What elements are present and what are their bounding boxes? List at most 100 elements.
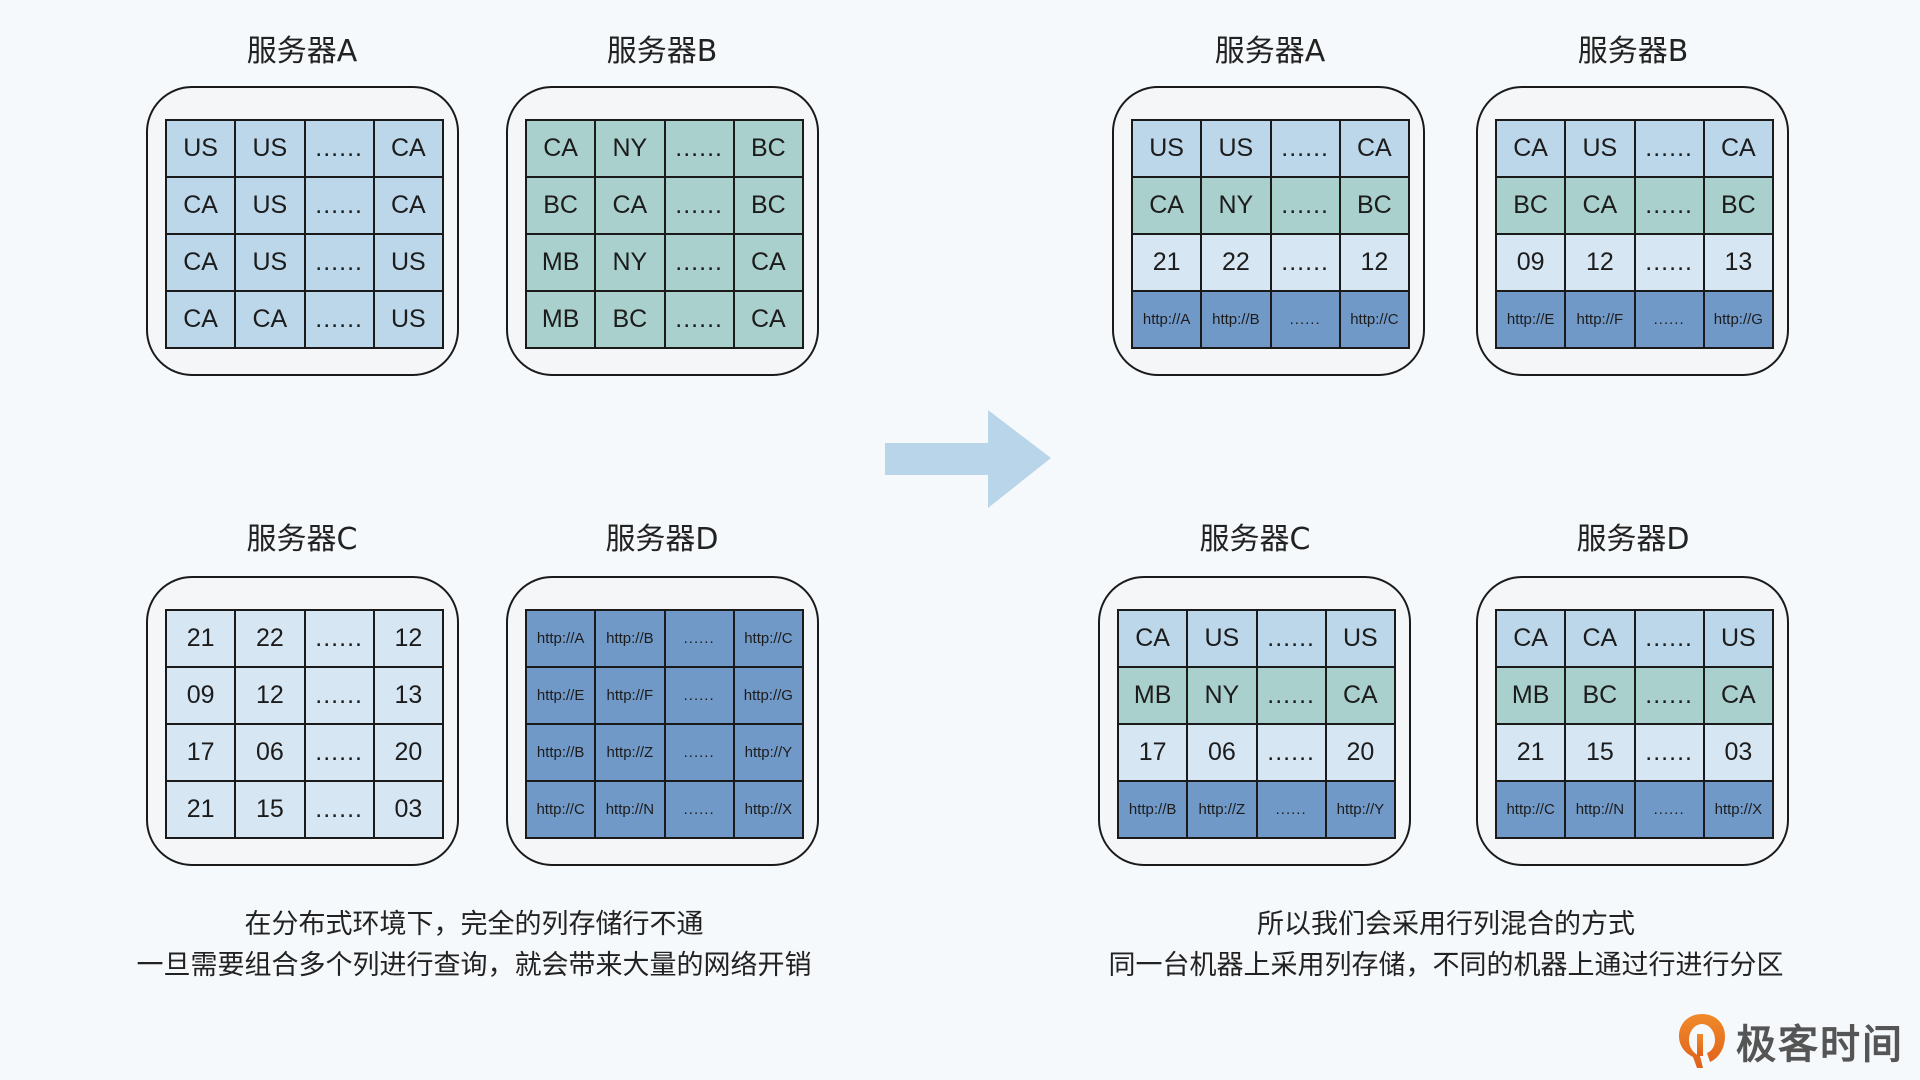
left-caption: 在分布式环境下，完全的列存储行不通 一旦需要组合多个列进行查询，就会带来大量的网…	[44, 904, 904, 986]
server-title: 服务器A	[1214, 34, 1326, 69]
table-cell: http://B	[594, 609, 666, 668]
table-cell: MB	[1494, 666, 1567, 725]
table-cell: CA	[1702, 119, 1775, 178]
table-cell: CA	[164, 233, 237, 292]
table-cell: http://A	[524, 609, 597, 668]
table-cell: CA	[524, 119, 597, 178]
table-cell: ......	[1633, 290, 1705, 349]
table-cell: US	[234, 176, 306, 235]
table-cell: BC	[732, 119, 805, 178]
table-cell: BC	[1702, 176, 1775, 235]
table-cell: ......	[663, 233, 735, 292]
table-cell: 21	[164, 609, 237, 668]
table-cell: http://X	[732, 780, 805, 839]
table-cell: http://G	[732, 666, 805, 725]
table-cell: BC	[732, 176, 805, 235]
table-cell: ......	[303, 119, 375, 178]
table-cell: ......	[1269, 233, 1341, 292]
geektime-logo-icon	[1679, 1014, 1725, 1068]
table-cell: BC	[1494, 176, 1567, 235]
table-cell: 06	[234, 723, 306, 782]
table-cell: CA	[164, 176, 237, 235]
table-cell: US	[234, 233, 306, 292]
table-cell: 17	[164, 723, 237, 782]
table-cell: 21	[1130, 233, 1203, 292]
table-cell: BC	[1338, 176, 1411, 235]
table-cell: 12	[1338, 233, 1411, 292]
table-cell: http://C	[1494, 780, 1567, 839]
table-cell: 03	[372, 780, 445, 839]
table-cell: 09	[1494, 233, 1567, 292]
table-cell: CA	[594, 176, 666, 235]
table-cell: ......	[303, 780, 375, 839]
left-caption-line2: 一旦需要组合多个列进行查询，就会带来大量的网络开销	[136, 950, 812, 981]
table-cell: ......	[1269, 119, 1341, 178]
table-cell: http://Z	[1186, 780, 1258, 839]
table-cell: CA	[1494, 609, 1567, 668]
table-cell: 12	[1564, 233, 1636, 292]
table-cell: ......	[1633, 119, 1705, 178]
right-caption-line2: 同一台机器上采用列存储，不同的机器上通过行进行分区	[1108, 950, 1784, 981]
logo-text: 极客时间	[1736, 1022, 1904, 1068]
table-cell: 12	[372, 609, 445, 668]
table-cell: http://C	[524, 780, 597, 839]
table-cell: CA	[732, 233, 805, 292]
table-cell: ......	[1633, 780, 1705, 839]
table-cell: NY	[594, 119, 666, 178]
table-cell: ......	[663, 119, 735, 178]
table-cell: CA	[1130, 176, 1203, 235]
table-cell: US	[1186, 609, 1258, 668]
table-cell: ......	[1255, 723, 1327, 782]
table-cell: http://B	[524, 723, 597, 782]
table-cell: 03	[1702, 723, 1775, 782]
table-cell: ......	[663, 666, 735, 725]
table-cell: 12	[234, 666, 306, 725]
table-cell: ......	[1633, 666, 1705, 725]
table-cell: CA	[1564, 609, 1636, 668]
right-caption-line1: 所以我们会采用行列混合的方式	[1257, 909, 1635, 940]
table-cell: ......	[663, 780, 735, 839]
table-cell: CA	[1494, 119, 1567, 178]
table-cell: BC	[1564, 666, 1636, 725]
table-cell: http://Y	[1324, 780, 1397, 839]
table-cell: CA	[1702, 666, 1775, 725]
table-cell: MB	[524, 290, 597, 349]
table-cell: http://B	[1116, 780, 1189, 839]
table-cell: MB	[524, 233, 597, 292]
server-title: 服务器A	[246, 34, 358, 69]
table-cell: http://X	[1702, 780, 1775, 839]
table-cell: 15	[234, 780, 306, 839]
table-cell: 22	[1200, 233, 1272, 292]
table-cell: CA	[372, 176, 445, 235]
table-cell: CA	[1324, 666, 1397, 725]
table-cell: NY	[1200, 176, 1272, 235]
table-cell: US	[164, 119, 237, 178]
table-cell: ......	[303, 666, 375, 725]
server-title: 服务器C	[246, 522, 358, 557]
table-cell: BC	[594, 290, 666, 349]
table-cell: http://Y	[732, 723, 805, 782]
table-cell: ......	[1255, 780, 1327, 839]
table-cell: ......	[1255, 609, 1327, 668]
